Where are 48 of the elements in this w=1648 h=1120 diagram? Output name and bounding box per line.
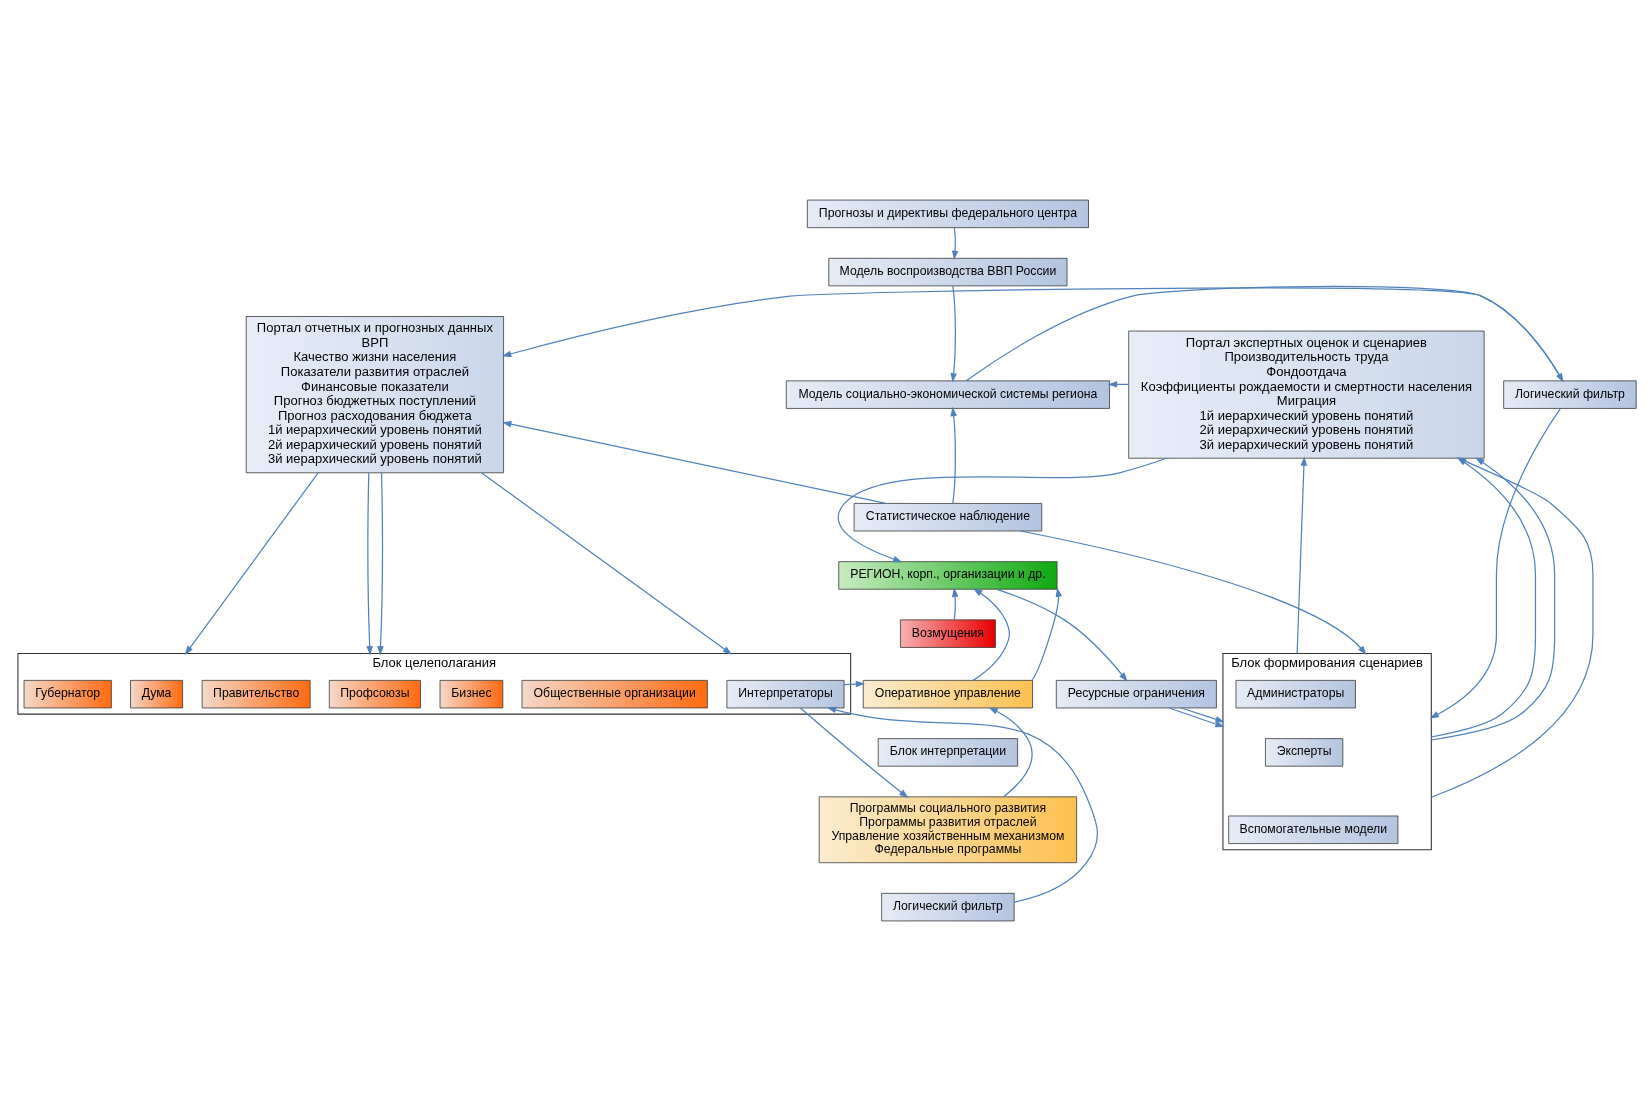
arrow <box>481 471 733 655</box>
node-box: Ресурсные ограничения <box>1055 679 1217 708</box>
node-box: Оперативное управление <box>862 679 1033 708</box>
node-box: Интерпретаторы <box>726 679 845 708</box>
arrow <box>965 285 1564 382</box>
arrow <box>950 284 957 383</box>
node-box: Губернатор <box>23 679 112 708</box>
arrow <box>377 471 384 655</box>
arrow <box>951 587 959 620</box>
node-box: Модель воспроизводства ВВП России <box>828 257 1068 286</box>
arrow <box>502 420 887 504</box>
arrow <box>996 588 1128 682</box>
arrow <box>1019 529 1367 655</box>
node-box: РЕГИОН, корп., организации и др. <box>838 560 1058 590</box>
node-box: Программы социального развития Программы развития отраслей Управление хозяйственным механизмом Федеральные программы <box>818 795 1077 863</box>
node-box: Прогнозы и директивы федерального центра <box>806 199 1089 228</box>
node-box: Портал экспертных оценок и сценариев Производительность труда Фондоотдача Коэффициенты рождаемости и смертности населения Миграция 1й иерархический уровень понятий 2й иерархический уровень понятий 3й иерархический уровень понятий <box>1128 330 1485 459</box>
node-box: Общественные организации <box>521 679 708 708</box>
node-box: Вспомогательные модели <box>1228 815 1399 844</box>
arrow <box>837 457 1168 562</box>
node-box: Возмущения <box>900 619 996 648</box>
arrow <box>1296 455 1308 654</box>
node-box: Эксперты <box>1265 737 1344 767</box>
arrow <box>843 680 866 687</box>
node-box: Логический фильтр <box>1503 379 1637 409</box>
arrow <box>826 706 1098 903</box>
arrow <box>972 587 1010 681</box>
node-box: Статистическое наблюдение <box>853 502 1043 531</box>
node-box: Администраторы <box>1235 679 1356 708</box>
node-box: Блок интерпретации <box>877 737 1018 767</box>
arrow <box>951 226 959 260</box>
arrow <box>501 286 1564 381</box>
node-box: Профсоюзы <box>328 679 421 708</box>
arrow <box>1429 407 1561 719</box>
node-box: Модель социально-экономической системы региона <box>785 379 1110 409</box>
node-box: Дума <box>130 679 183 708</box>
node-box: Портал отчетных и прогнозных данных ВРП Качество жизни населения Показатели развития отраслей Финансовые показатели Прогноз бюджетных поступлений Прогноз расходования бюджета 1й иерархический уровень понятий 2й иерархический уровень понятий 3й иерархический уровень понятий <box>245 315 504 473</box>
arrow <box>1180 706 1225 722</box>
arrow <box>799 706 909 798</box>
arrow <box>950 406 957 504</box>
arrow <box>366 471 373 655</box>
arrow <box>988 706 1033 797</box>
arrow <box>1168 706 1225 727</box>
node-box: Бизнес <box>439 679 504 708</box>
arrow <box>1031 586 1063 680</box>
node-box: Логический фильтр <box>881 892 1015 921</box>
arrow <box>184 471 319 655</box>
node-box: Правительство <box>201 679 311 708</box>
